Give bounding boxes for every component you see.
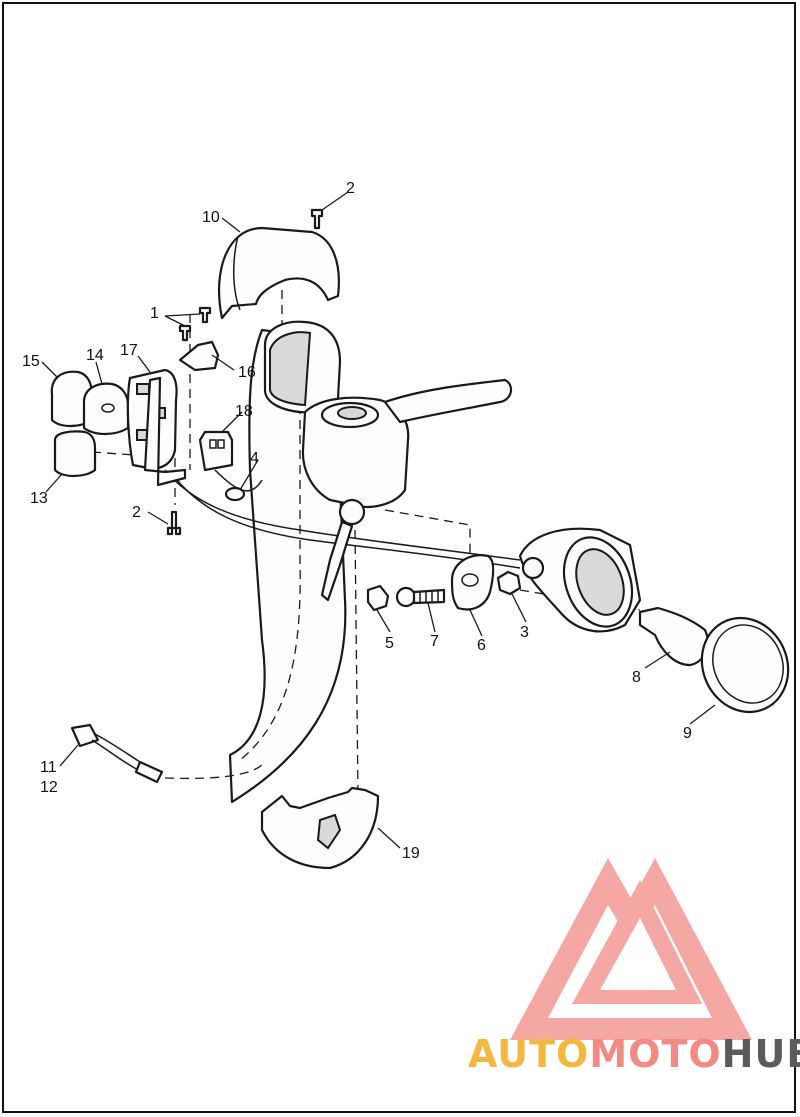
callout-19: 19 [402, 845, 420, 862]
wire-connector [70, 723, 164, 784]
leader-lines [41, 191, 716, 849]
turn-signal-housing [518, 527, 642, 633]
watermark-logo-mark [510, 858, 752, 1040]
bulb [638, 606, 709, 667]
assembly-line [384, 509, 471, 560]
switch-cap-lower [53, 430, 97, 478]
callout-10: 10 [202, 209, 220, 226]
callout-18: 18 [235, 403, 253, 420]
callout-9: 9 [683, 725, 692, 742]
spacer [366, 584, 390, 612]
callout-6: 6 [477, 637, 486, 654]
switch-connector [198, 430, 234, 472]
callout-12: 12 [40, 779, 58, 796]
screw-bottom [166, 510, 182, 536]
nut [496, 570, 522, 596]
screw-top [310, 208, 324, 230]
callout-13: 13 [30, 490, 48, 507]
callout-1: 1 [150, 305, 159, 322]
callout-7: 7 [430, 633, 439, 650]
callout-2-bottom: 2 [132, 504, 141, 521]
callout-labels: 2 10 1 15 14 17 16 18 4 13 2 5 7 6 3 8 9… [22, 180, 692, 862]
callout-17: 17 [120, 342, 138, 359]
assembly-line [164, 764, 263, 780]
callout-8: 8 [632, 669, 641, 686]
assembly-line [354, 529, 359, 796]
watermark-hub: HUB [721, 1032, 800, 1076]
grip [263, 320, 342, 414]
upper-switch-housing [218, 226, 340, 320]
callout-15: 15 [22, 353, 40, 370]
assembly-line [91, 451, 136, 456]
callout-14: 14 [86, 347, 104, 364]
switch-cap-left [50, 370, 94, 428]
grommet [224, 486, 246, 502]
watermark-moto: MOTO [589, 1032, 722, 1076]
watermark-auto: AUTO [468, 1032, 590, 1076]
wire-harness [171, 473, 521, 569]
callout-4: 4 [250, 450, 259, 467]
callout-11: 11 [40, 759, 57, 776]
switch-cap-middle [82, 382, 130, 436]
lens [700, 616, 790, 714]
callout-5: 5 [385, 635, 394, 652]
callout-3: 3 [520, 624, 529, 641]
screw-pair [178, 306, 212, 342]
brake-master-cylinder [301, 378, 513, 602]
callout-16: 16 [238, 364, 256, 381]
lower-switch-housing [260, 786, 380, 870]
wire-harness [164, 469, 521, 561]
clamp-bracket [178, 340, 220, 372]
callout-2-top: 2 [346, 180, 355, 197]
stud-bolt [395, 586, 446, 608]
mount-clamp [450, 554, 495, 611]
watermark-text: AUTOMOTOHUB [468, 1032, 800, 1076]
switch-bracket [143, 376, 187, 487]
